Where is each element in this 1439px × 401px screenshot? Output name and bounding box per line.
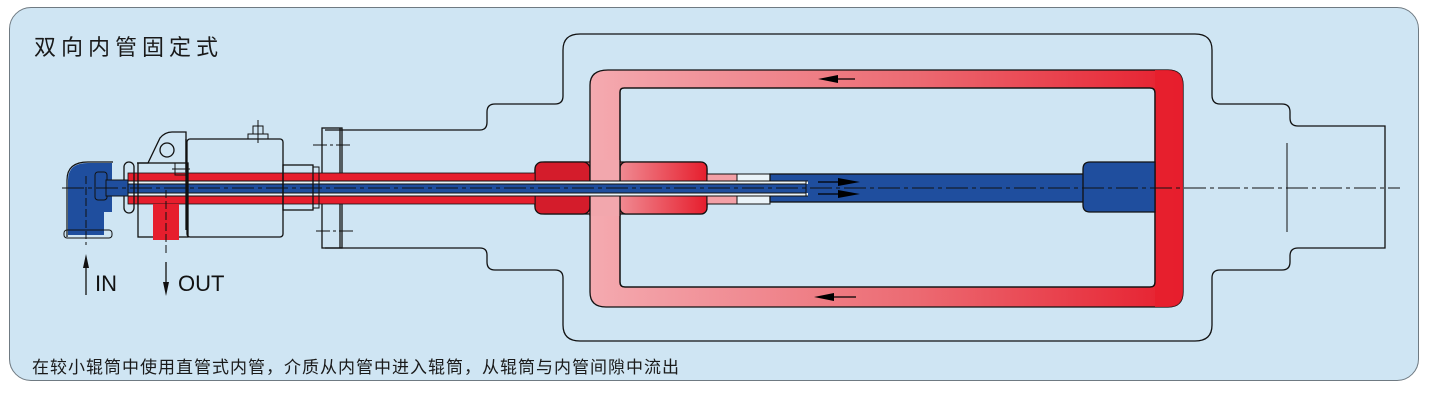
inner-tube [127, 183, 807, 194]
outlet-label: OUT [178, 271, 224, 296]
inlet-elbow-fitting [63, 161, 129, 239]
outer-channel-inner-border [619, 87, 1156, 288]
flow-arrow-bottom [814, 293, 856, 301]
inlet-end-block [1082, 161, 1156, 213]
inlet-flow-arrows [818, 178, 860, 198]
out-arrow-icon [163, 262, 169, 296]
inner-tube-assembly [127, 172, 808, 205]
inlet-label: IN [95, 271, 117, 296]
diagram-caption: 在较小辊筒中使用直管式内管，介质从内管中进入辊筒，从辊筒与内管间隙中流出 [32, 358, 680, 378]
in-arrow-icon [83, 254, 89, 295]
roller-body-outline [325, 33, 1386, 342]
diagram-title: 双向内管固定式 [34, 36, 224, 61]
flow-arrow-top [818, 75, 855, 83]
